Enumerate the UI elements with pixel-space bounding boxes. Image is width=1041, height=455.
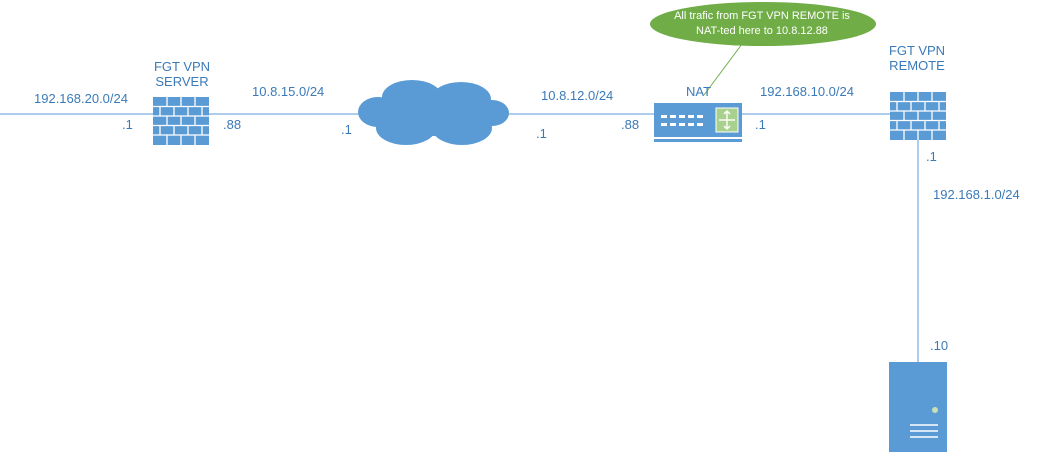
cloud-icon xyxy=(358,80,509,145)
nat-callout-line1: All trafic from FGT VPN REMOTE is xyxy=(674,10,850,22)
server-lan-network-label: 192.168.20.0/24 xyxy=(34,91,128,106)
nat-router-icon xyxy=(654,103,742,142)
server-wan-interface-label: .88 xyxy=(223,117,242,132)
nat-inside-network-label: 192.168.10.0/24 xyxy=(760,84,854,99)
nat-outside-network-label: 10.8.12.0/24 xyxy=(541,88,614,103)
remote-lan-interface-label: .1 xyxy=(926,149,937,164)
remote-firewall-name-line2: REMOTE xyxy=(889,58,945,73)
remote-firewall-name-line1: FGT VPN xyxy=(888,43,946,58)
cloud-right-interface-label: .1 xyxy=(536,126,547,141)
remote-lan-network-label: 192.168.1.0/24 xyxy=(933,187,1020,202)
server-lan-interface-label: .1 xyxy=(122,117,133,132)
server-wan-network-label: 10.8.15.0/24 xyxy=(252,84,325,99)
server-firewall-label: FGT VPN SERVER xyxy=(154,59,210,89)
server-host-icon xyxy=(889,362,947,452)
host-interface-label: .10 xyxy=(930,338,949,353)
remote-firewall-label: FGT VPN REMOTE xyxy=(889,43,945,73)
firewall-remote-icon xyxy=(890,92,946,140)
cloud-left-interface-label: .1 xyxy=(341,122,352,137)
server-firewall-name-line1: FGT VPN xyxy=(153,59,211,74)
server-firewall-name-line2: SERVER xyxy=(155,74,209,89)
nat-callout-text: All trafic from FGT VPN REMOTE is NAT-te… xyxy=(652,9,872,39)
nat-inside-interface-label: .1 xyxy=(755,117,766,132)
nat-callout xyxy=(650,2,876,96)
nat-callout-line2: NAT-ted here to 10.8.12.88 xyxy=(696,25,828,37)
nat-outside-interface-label: .88 xyxy=(621,117,640,132)
nat-router-label: NAT xyxy=(686,84,712,99)
firewall-server-icon xyxy=(153,97,209,145)
